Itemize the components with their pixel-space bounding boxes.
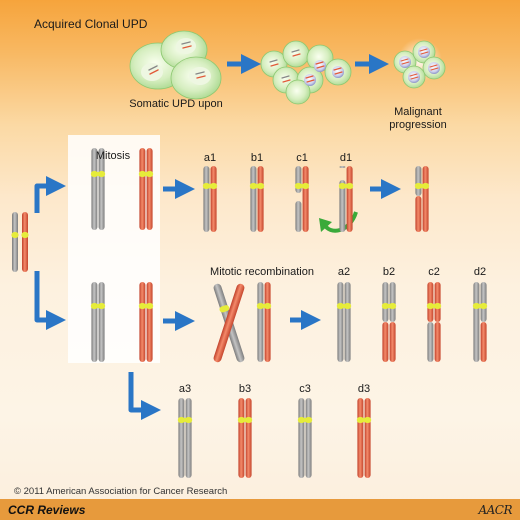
chromosome-a1 (202, 166, 218, 232)
chromosome-c2 (426, 282, 442, 362)
chromosome-result-row1 (414, 166, 430, 232)
label-c1: c1 (296, 152, 308, 164)
chromosome-b3 (237, 398, 253, 478)
caption-progression: progression (389, 119, 447, 131)
label-d3: d3 (357, 383, 371, 395)
chromosome-crossover (213, 283, 245, 363)
caption-malignant: Malignant (394, 106, 442, 118)
aacr-logo: AACR (478, 503, 512, 517)
mitosis-panel (68, 135, 160, 363)
cell-cluster-initial (129, 30, 222, 100)
chromosome-recombination-partner (256, 282, 272, 362)
label-mitotic-recombination: Mitotic recombination (210, 266, 314, 278)
cell-cluster-malignant (393, 38, 446, 89)
chromosome-b2 (381, 282, 397, 362)
green-arrow-head (319, 218, 332, 232)
figure-title: Acquired Clonal UPD (34, 17, 148, 31)
label-a3: a3 (178, 383, 192, 395)
mitosis-top-paternal (138, 148, 154, 230)
footer-bar (0, 499, 520, 520)
label-b1: b1 (250, 152, 264, 164)
chromosome-a3 (177, 398, 193, 478)
chromosome-d1 (338, 166, 354, 232)
label-d2: d2 (473, 266, 487, 278)
chromosome-initial-paternal (21, 212, 29, 272)
label-d1: d1 (339, 152, 353, 164)
chromosome-d3 (356, 398, 372, 478)
chromosome-b1 (249, 166, 265, 232)
arrow-to-mitosis-bottom (34, 271, 66, 330)
label-c3: c3 (299, 383, 311, 395)
label-b3: b3 (238, 383, 252, 395)
label-mitosis: Mitosis (95, 150, 131, 162)
mitosis-top-maternal (90, 148, 106, 230)
label-a1: a1 (203, 152, 217, 164)
arrows (34, 54, 401, 420)
label-c2: c2 (428, 266, 440, 278)
arrow-to-row3 (128, 372, 161, 420)
chromosome-initial-maternal (11, 212, 19, 272)
label-a2: a2 (337, 266, 351, 278)
mitosis-bottom-maternal (90, 282, 106, 362)
label-b2: b2 (382, 266, 396, 278)
chromosomes-layer (11, 148, 488, 478)
chromosome-c3 (297, 398, 313, 478)
journal-name: CCR Reviews (8, 503, 86, 517)
chromosome-a2 (336, 282, 352, 362)
chromosome-c1 (294, 166, 310, 232)
copyright-notice: © 2011 American Association for Cancer R… (14, 486, 228, 497)
caption-somatic-upd: Somatic UPD upon (129, 98, 223, 110)
chromosome-d2 (472, 282, 488, 362)
mitosis-bottom-paternal (138, 282, 154, 362)
cell-cluster-upd (260, 40, 352, 105)
arrow-to-mitosis-top (34, 176, 66, 213)
